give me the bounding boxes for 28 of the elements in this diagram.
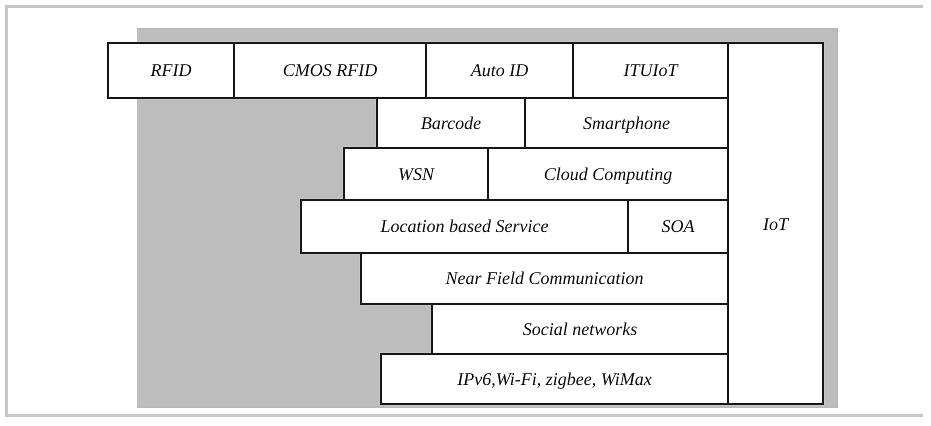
- layer-label: IoT: [762, 214, 788, 235]
- layer-label: IPv6,Wi-Fi, zigbee, WiMax: [457, 368, 652, 390]
- layer-label: Auto ID: [470, 60, 528, 81]
- layer-box: [524, 97, 729, 149]
- layer-box: [572, 42, 729, 99]
- layer-label: WSN: [398, 164, 434, 184]
- layer-label: CMOS RFID: [282, 60, 378, 81]
- layer-label: Near Field Communication: [446, 268, 644, 289]
- layer-box: [727, 42, 824, 405]
- layer-label: Cloud Computing: [544, 164, 672, 184]
- layer-label: SOA: [662, 216, 694, 237]
- layer-box: [300, 199, 629, 254]
- layer-label: RFID: [150, 60, 192, 81]
- layer-box: [431, 303, 729, 355]
- layer-box: [627, 199, 729, 254]
- layer-label: ITUIoT: [623, 60, 678, 81]
- layer-box: [380, 353, 729, 405]
- layer-label: Barcode: [420, 112, 482, 134]
- layer-box: [487, 147, 729, 201]
- layer-label: Smartphone: [583, 112, 670, 134]
- layer-box: [360, 252, 729, 305]
- layer-label: Location based Service: [380, 216, 548, 237]
- layer-box: [343, 147, 489, 201]
- layer-label: Social networks: [522, 318, 638, 340]
- layer-box: [425, 42, 574, 99]
- layer-box: [107, 42, 235, 99]
- layer-box: [233, 42, 427, 99]
- layer-box: [376, 97, 526, 149]
